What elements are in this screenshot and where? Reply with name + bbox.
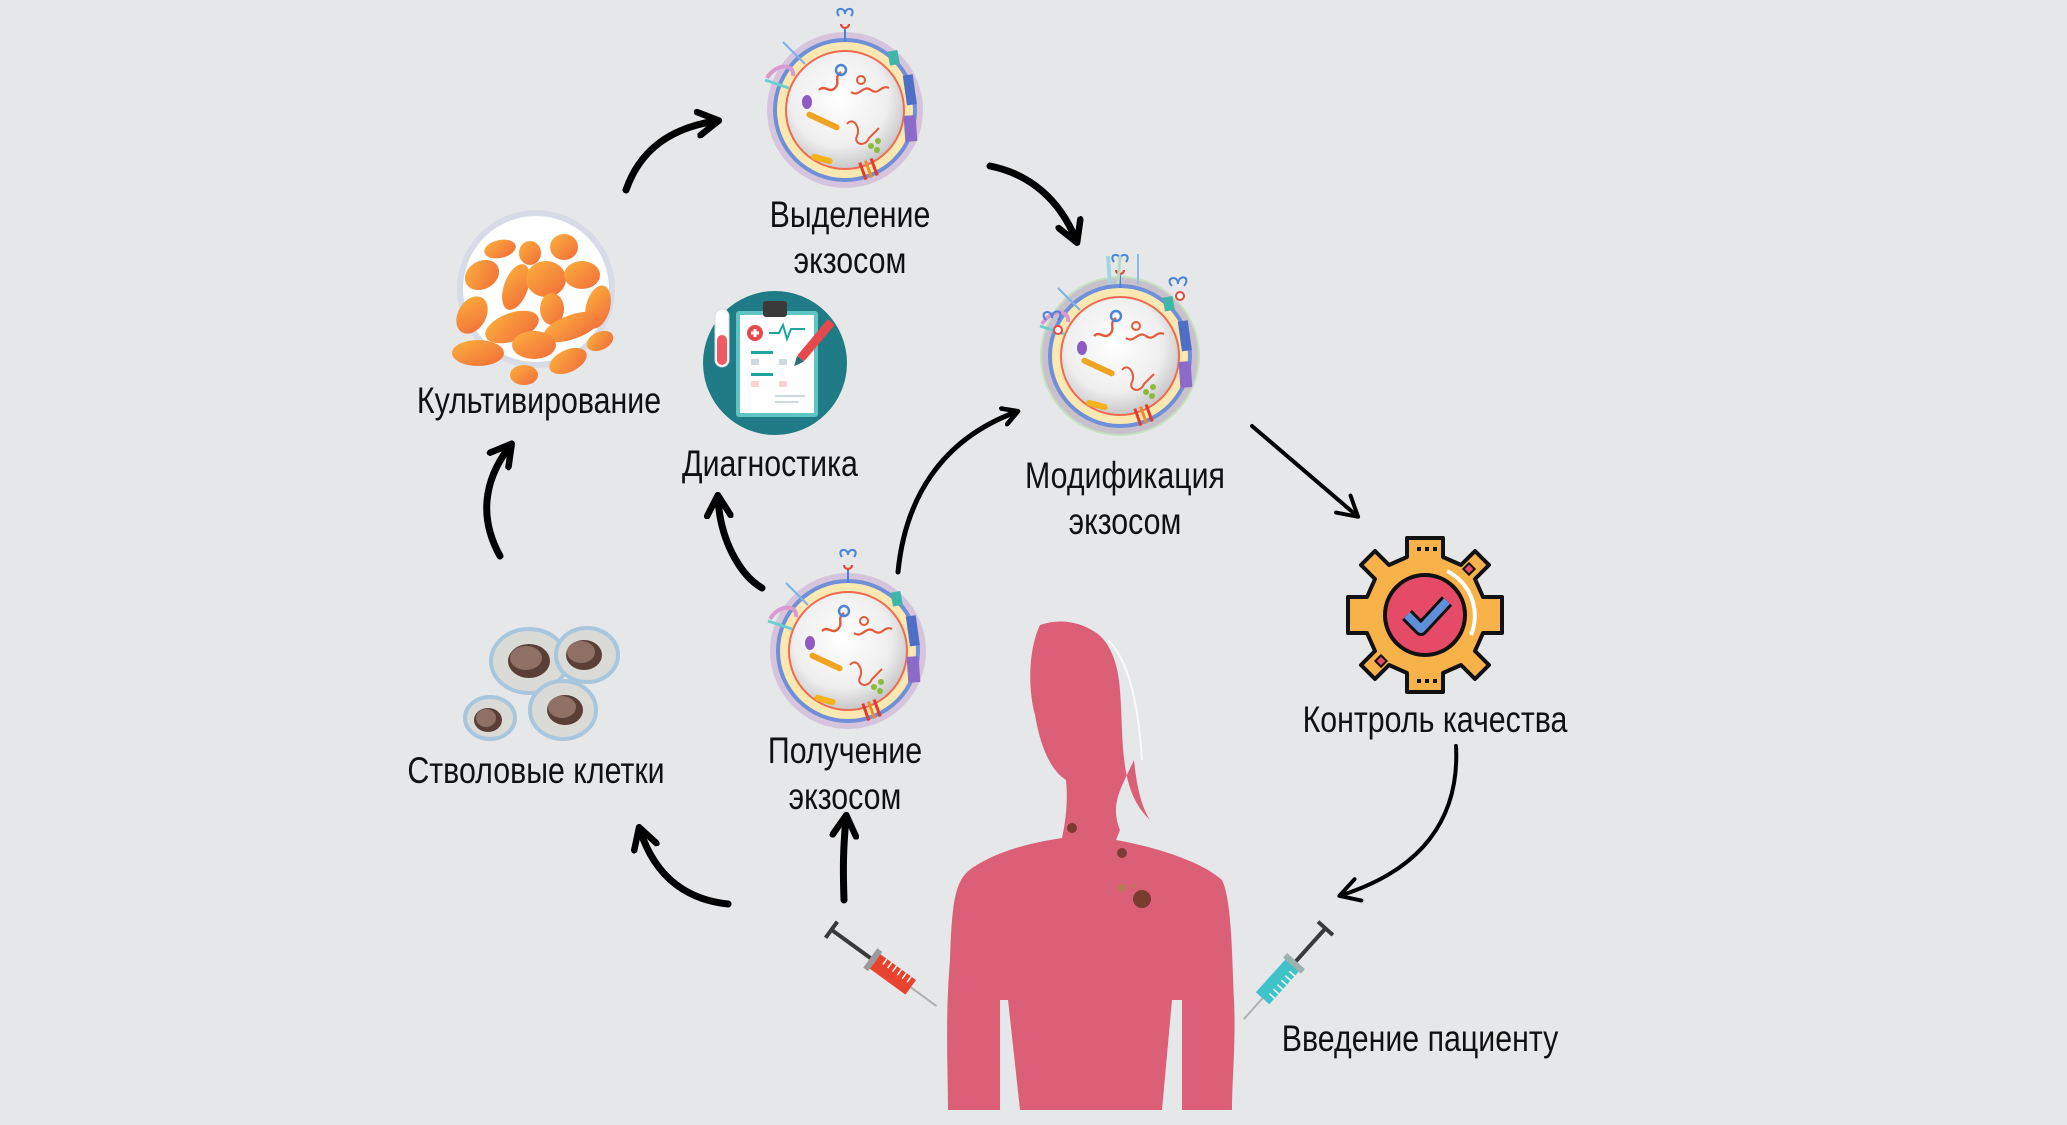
mole-3 (1133, 890, 1151, 908)
petri-dish-icon (452, 210, 615, 385)
label-stem-cells: Стволовые клетки (407, 750, 665, 791)
label-diagnostics: Диагностика (682, 443, 858, 484)
label-quality: Контроль качества (1302, 699, 1568, 740)
arrow-obtaining-to-modification (895, 412, 1016, 575)
label-administration: Введение пациенту (1281, 1018, 1559, 1059)
arrow-modification-to-quality (1250, 424, 1361, 519)
syringe-left-icon (823, 920, 938, 1007)
arrow-patient-to-stem-cells (640, 830, 732, 908)
label-modification: Модификация экзосом (1025, 455, 1225, 542)
patient-silhouette-icon (947, 621, 1235, 1110)
arrow-cultivation-to-isolation (622, 121, 716, 194)
mole-2 (1117, 848, 1127, 858)
exosome-isolation-icon (763, 6, 925, 191)
arrows (483, 121, 1459, 908)
stem-cells-icon (463, 626, 620, 741)
arrow-obtaining-to-diagnostics (718, 498, 766, 592)
arrow-isolation-to-modification (986, 162, 1076, 240)
arrow-patient-to-obtaining (843, 818, 846, 904)
mole-1 (1067, 823, 1077, 833)
label-cultivation: Культивирование (416, 380, 662, 421)
modified-exosome-icon (1038, 252, 1200, 436)
quality-gear-icon (1346, 536, 1504, 694)
label-obtaining: Получение экзосом (767, 730, 923, 817)
arrow-quality-to-administration (1337, 744, 1459, 903)
exosome-obtaining-icon (766, 547, 928, 731)
syringe-right-icon (1243, 920, 1335, 1020)
clipboard-icon (703, 291, 847, 435)
arrow-stem-cells-to-cultivation (483, 446, 510, 560)
label-isolation: Выделение экзосом (769, 194, 931, 281)
